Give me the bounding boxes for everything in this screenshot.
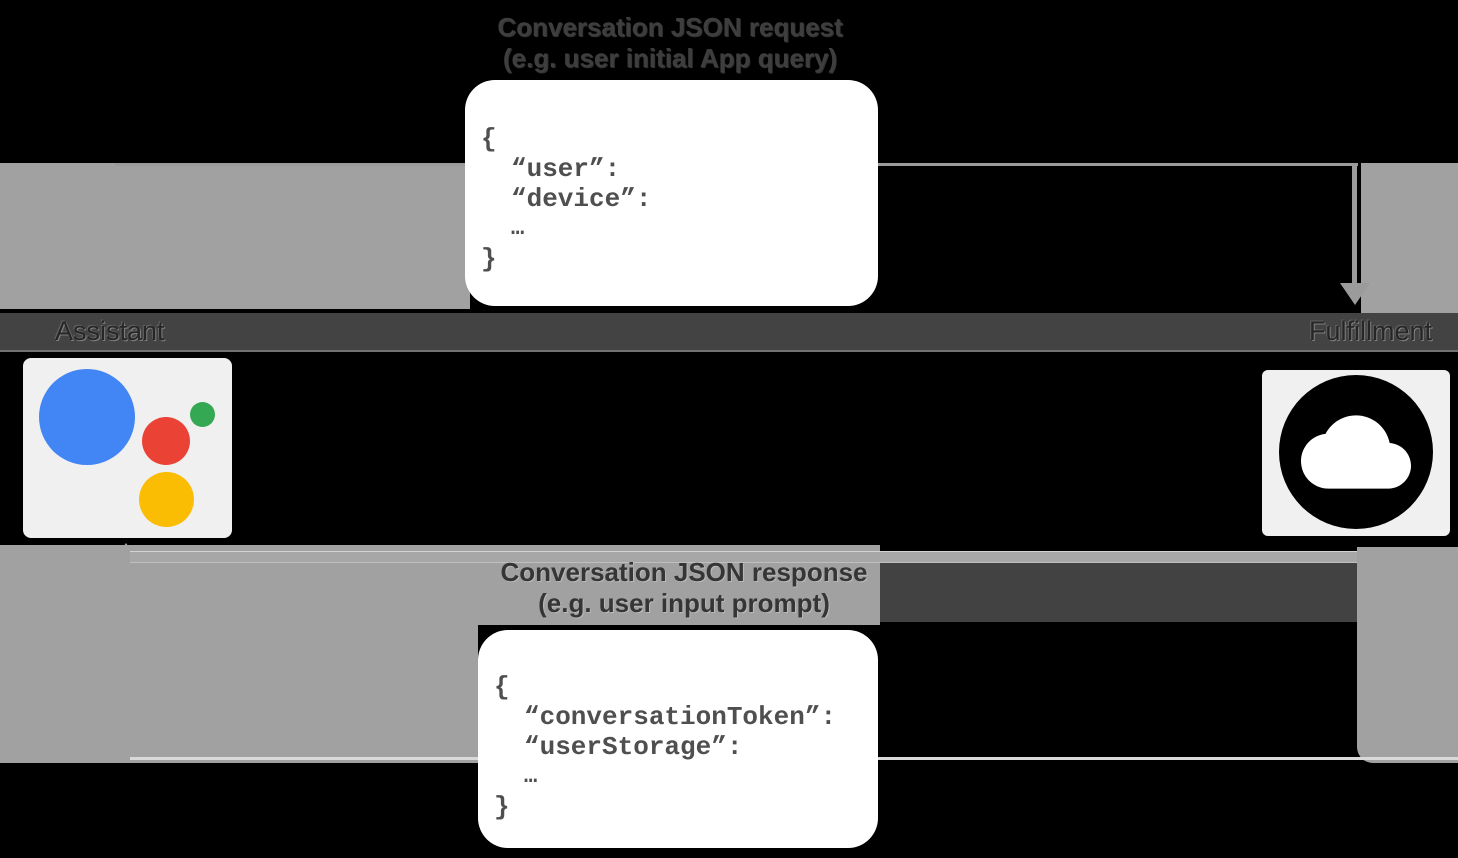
response-flow-region-right xyxy=(1357,547,1458,763)
response-dark-band xyxy=(880,553,1357,622)
response-json-snippet: { “conversationToken”: “userStorage”: … … xyxy=(478,630,878,848)
request-json-snippet: { “user”: “device”: … } xyxy=(465,80,878,306)
request-arrowhead-down-icon xyxy=(1340,283,1370,305)
request-json-ellipsis: … xyxy=(511,216,525,241)
fulfillment-card xyxy=(1262,370,1450,536)
response-arrow-horizontal-line xyxy=(130,551,1357,563)
request-title: Conversation JSON request (e.g. user ini… xyxy=(400,12,940,74)
request-json-open-brace: { xyxy=(481,124,497,154)
assistant-logo-red-circle xyxy=(142,417,190,465)
response-json-ellipsis: … xyxy=(524,764,538,789)
assistant-logo-yellow-circle xyxy=(139,472,194,527)
request-title-line2: (e.g. user initial App query) xyxy=(502,43,838,73)
cloud-icon xyxy=(1279,375,1433,529)
response-json-close-brace: } xyxy=(494,792,510,822)
request-json-close-brace: } xyxy=(481,244,497,274)
request-title-line1: Conversation JSON request xyxy=(497,12,843,42)
cloud-icon-glyph xyxy=(1301,415,1411,489)
response-title: Conversation JSON response (e.g. user in… xyxy=(414,557,954,619)
response-json-conversation-token-key: “conversationToken”: xyxy=(524,702,837,732)
request-json-device-key: “device”: xyxy=(511,184,652,214)
request-arrow-vertical-line xyxy=(1352,163,1357,285)
response-json-open-brace: { xyxy=(494,672,510,702)
response-title-line2: (e.g. user input prompt) xyxy=(538,588,830,618)
request-flow-region-right xyxy=(1361,163,1458,313)
request-json-user-key: “user”: xyxy=(511,154,621,184)
response-title-line1: Conversation JSON response xyxy=(500,557,868,587)
response-json-user-storage-key: “userStorage”: xyxy=(524,732,743,762)
fulfillment-label: Fulfillment xyxy=(1308,316,1432,346)
request-flow-region-left xyxy=(0,163,470,309)
assistant-label: Assistant xyxy=(55,316,165,346)
assistant-logo-blue-circle xyxy=(39,369,135,465)
assistant-card xyxy=(23,358,232,538)
response-flow-region-left xyxy=(0,545,478,763)
actor-label-band: Assistant Fulfillment xyxy=(0,313,1458,352)
assistant-logo-green-circle xyxy=(190,402,215,427)
